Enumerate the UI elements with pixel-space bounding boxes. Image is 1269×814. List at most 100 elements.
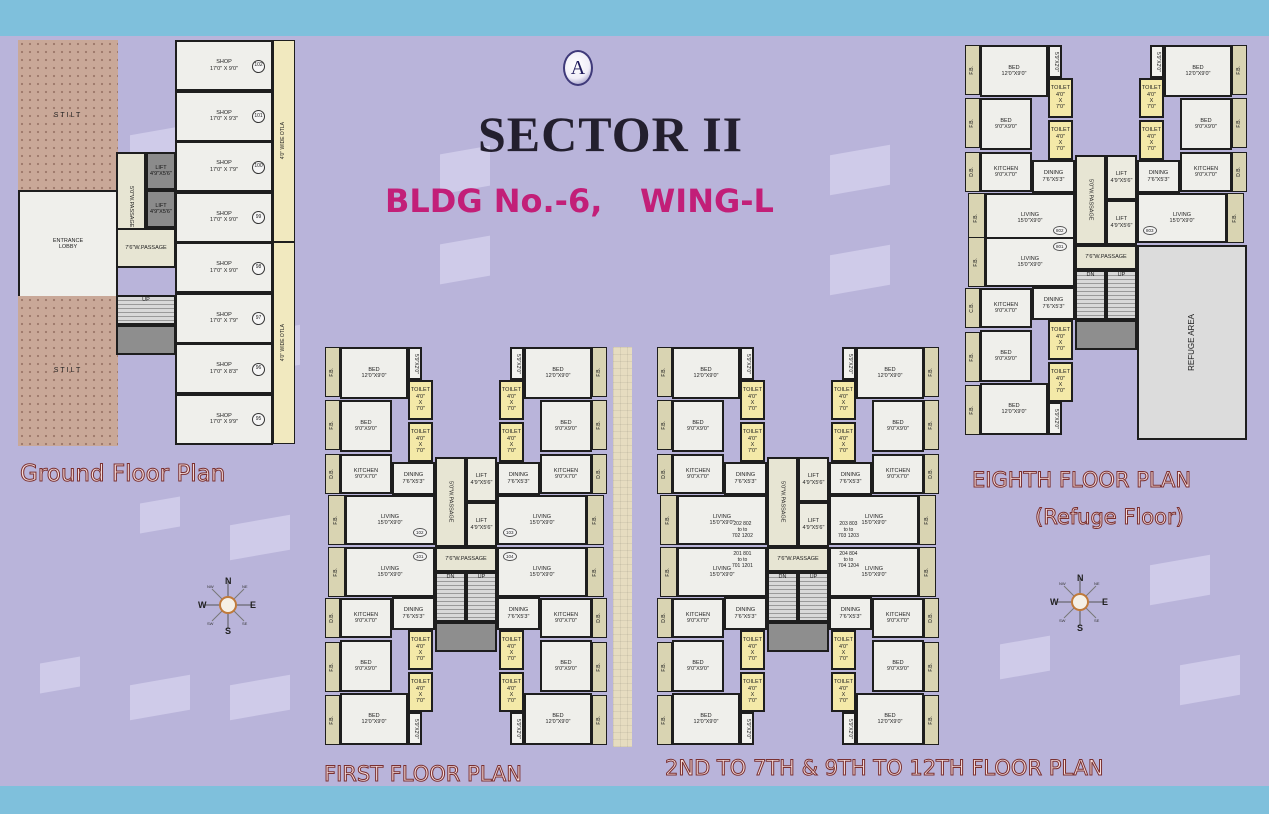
lift: LIFT 4'9"X5'6" <box>466 502 497 547</box>
lift: LIFT 4'9"X5'6" <box>1106 155 1137 200</box>
master-bedroom-label: BED 12'0"X9'0" <box>545 366 571 379</box>
living-room-label: LIVING 15'0"X9'0" <box>1017 211 1043 224</box>
compass-sw: SW <box>1059 618 1066 623</box>
toilet-label: TOILET 4'0" X 7'0" <box>833 429 854 455</box>
shop-unit: SHOP 17'0" X 9'0"99 <box>175 191 273 243</box>
flower-bed: F.B. <box>924 400 939 450</box>
lift: LIFT 4'9"X5'6" <box>146 152 176 190</box>
compass-se: SE <box>242 621 248 626</box>
staircase-down-label: DN <box>1086 272 1095 278</box>
flower-bed: F.B. <box>592 347 607 397</box>
dining-area-label: DINING 7'6"X5'3" <box>1147 170 1170 183</box>
master-bedroom: BED 12'0"X9'0" <box>980 383 1048 435</box>
dining-area-label: DINING 7'6"X5'3" <box>1042 170 1065 183</box>
passage-horizontal-label: 7'6"W.PASSAGE <box>1085 254 1127 261</box>
flower-bed: F.B. <box>1232 98 1247 148</box>
bedroom: BED 9'0"X9'0" <box>980 98 1032 150</box>
background-window <box>440 235 490 285</box>
shop-unit: SHOP 17'0" X 7'9"97 <box>175 292 273 344</box>
dining-area: DINING 7'6"X5'3" <box>497 462 540 495</box>
lift: LIFT 4'9"X5'6" <box>146 190 176 228</box>
toilet-label: TOILET 4'0" X 7'0" <box>1050 327 1071 353</box>
flower-bed: F.B. <box>965 332 980 382</box>
refuge-floor-label: (Refuge Floor) <box>1035 505 1185 530</box>
flower-bed: F.B. <box>328 495 345 545</box>
flower-bed: F.B. <box>924 642 939 692</box>
master-bedroom: BED 12'0"X9'0" <box>980 45 1048 97</box>
ground-floor-label: Ground Floor Plan <box>19 461 226 488</box>
lift-label: LIFT 4'9"X5'6" <box>150 202 172 215</box>
master-bedroom: BED 12'0"X9'0" <box>340 693 408 745</box>
passage-vertical: 5'0"W.PASSAGE <box>1075 155 1106 245</box>
master-bedroom-label: BED 12'0"X9'0" <box>1001 64 1027 77</box>
duct: 5'9"X2'0" <box>842 347 856 380</box>
stair-landing <box>767 622 829 652</box>
living-room: LIVING 15'0"X9'0" <box>677 547 767 597</box>
compass-ne: NE <box>242 584 248 589</box>
living-room: LIVING 15'0"X9'0" <box>1137 193 1227 243</box>
kitchen: KITCHEN 9'0"X7'0" <box>540 598 592 638</box>
passage-horizontal-label: 7'6"W.PASSAGE <box>125 244 167 251</box>
flower-bed-label: F.B. <box>332 567 339 577</box>
bedroom-label: BED 9'0"X9'0" <box>887 659 909 672</box>
compass-ne: NE <box>1094 581 1100 586</box>
kitchen-label: KITCHEN 9'0"X7'0" <box>553 611 579 624</box>
lift-label: LIFT 4'9"X5'6" <box>802 473 825 486</box>
flower-bed-label: F.B. <box>968 352 975 362</box>
toilet: TOILET 4'0" X 7'0" <box>499 672 524 712</box>
flower-bed-label: F.B. <box>1231 213 1238 223</box>
toilet: TOILET 4'0" X 7'0" <box>831 672 856 712</box>
kitchen: KITCHEN 9'0"X7'0" <box>872 598 924 638</box>
dry-balcony: D.B. <box>965 152 980 192</box>
unit-number: 103 <box>503 528 517 537</box>
background-window <box>230 514 290 561</box>
kitchen-label: KITCHEN 9'0"X7'0" <box>993 301 1019 314</box>
duct-label: 5'9"X2'0" <box>744 353 751 374</box>
dining-area: DINING 7'6"X5'3" <box>497 597 540 630</box>
shop-number: 98 <box>252 261 265 275</box>
lift: LIFT 4'9"X5'6" <box>798 457 829 502</box>
shop-unit: SHOP 17'0" X 9'0" 98 <box>175 242 273 293</box>
lift-label: LIFT 4'9"X5'6" <box>150 164 172 177</box>
living-room-label: LIVING 15'0"X9'0" <box>1017 255 1043 268</box>
kitchen: KITCHEN 9'0"X7'0" <box>672 454 724 494</box>
dry-balcony: D.B. <box>592 598 607 638</box>
bedroom: BED 9'0"X9'0" <box>872 640 924 692</box>
passage-horizontal: 7'6"W.PASSAGE <box>767 547 829 572</box>
master-bedroom: BED 12'0"X9'0" <box>524 347 592 399</box>
master-bedroom: BED 12'0"X9'0" <box>524 693 592 745</box>
dining-area: DINING 7'6"X5'3" <box>1032 287 1075 320</box>
dry-balcony-label: D.B. <box>595 613 602 623</box>
flower-bed: F.B. <box>660 547 677 597</box>
compass-n: N <box>225 576 232 586</box>
lift: LIFT 4'9"X5'6" <box>1106 200 1137 245</box>
staircase-down: DN <box>435 572 466 622</box>
toilet-label: TOILET 4'0" X 7'0" <box>742 637 763 663</box>
kitchen-label: KITCHEN 9'0"X7'0" <box>353 611 379 624</box>
shop-number: 99 <box>252 211 265 224</box>
shop-unit-label: SHOP 17'0" X 9'0" <box>209 261 239 274</box>
living-room-label: LIVING 15'0"X9'0" <box>529 513 555 526</box>
flower-bed-label: F.B. <box>660 367 667 377</box>
brand-logo: A <box>563 50 593 86</box>
compass-nw: NW <box>1059 581 1066 586</box>
toilet: TOILET 4'0" X 7'0" <box>1139 120 1164 160</box>
kitchen: KITCHEN 9'0"X7'0" <box>980 152 1032 192</box>
flower-bed-label: F.B. <box>328 420 335 430</box>
duct-label: 5'9"X2'0" <box>1052 408 1059 429</box>
kitchen: KITCHEN 9'0"X7'0" <box>872 454 924 494</box>
passage-vertical-label: 5'0"W.PASSAGE <box>128 186 135 228</box>
compass-e: E <box>1102 597 1108 607</box>
dining-area-label: DINING 7'6"X5'3" <box>402 607 425 620</box>
logo-letter: A <box>570 56 586 79</box>
flower-bed: F.B. <box>657 695 672 745</box>
background-window <box>1000 635 1050 680</box>
master-bedroom: BED 12'0"X9'0" <box>672 347 740 399</box>
living-room: LIVING 15'0"X9'0" <box>345 495 435 545</box>
flower-bed-label: F.B. <box>660 715 667 725</box>
shop-unit-label: SHOP 17'0" X 8'3" <box>209 362 239 375</box>
toilet: TOILET 4'0" X 7'0" <box>1048 78 1073 118</box>
compass-s: S <box>225 626 231 635</box>
